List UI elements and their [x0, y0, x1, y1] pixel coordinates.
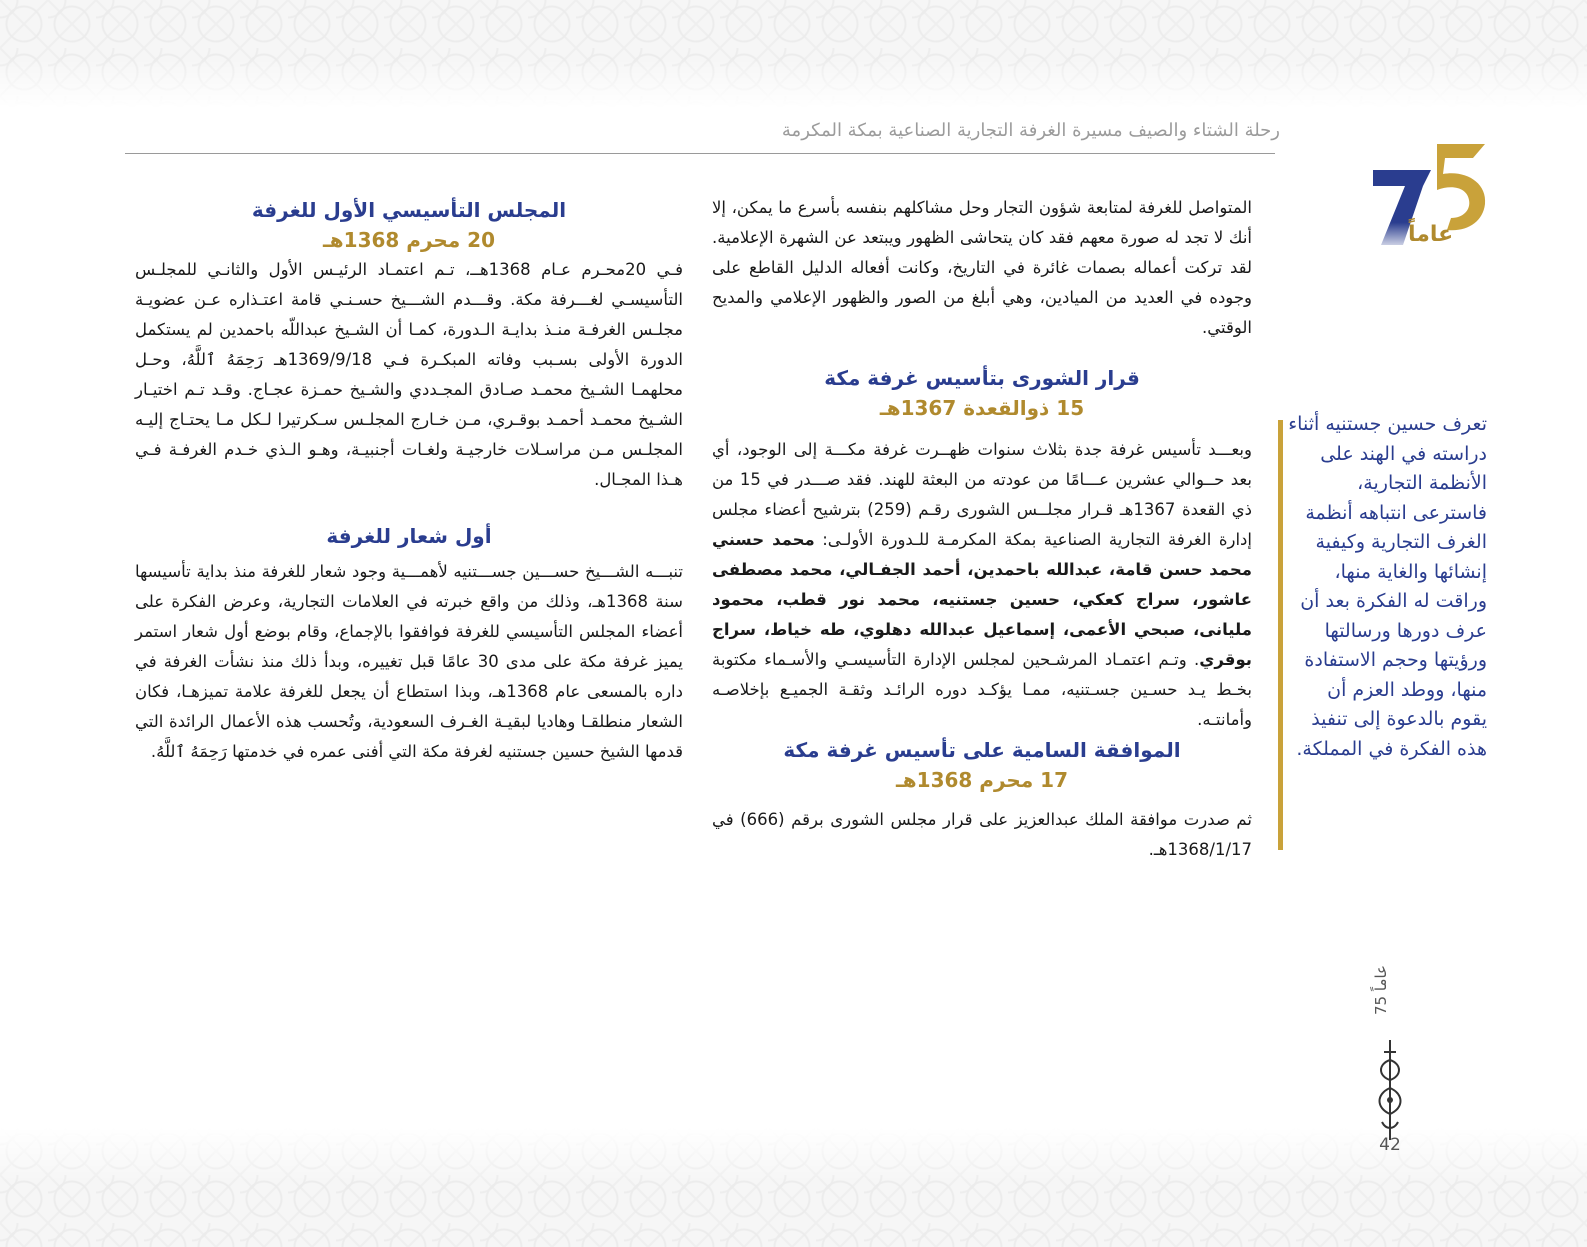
running-header-title: رحلة الشتاء والصيف مسيرة الغرفة التجارية… [781, 120, 1280, 141]
left-column: المجلس التأسيسي الأول للغرفة 20 محرم 136… [135, 195, 683, 767]
pullquote-accent-bar [1278, 420, 1283, 850]
header-rule [125, 153, 1275, 154]
royal-approval-paragraph: ثم صدرت موافقة الملك عبدالعزيز على قرار … [712, 810, 1252, 859]
logo-word: عاماً [1408, 222, 1454, 247]
vertical-anniversary-label: 75 عاماً [1372, 965, 1390, 1015]
shura-decision-heading: قرار الشورى بتأسيس غرفة مكة [824, 366, 1140, 390]
first-logo-heading: أول شعار للغرفة [326, 524, 492, 548]
intro-paragraph: المتواصل للغرفة لمتابعة شؤون التجار وحل … [712, 198, 1252, 337]
anniversary-logo [1373, 144, 1486, 245]
shura-decision-text-end: . وتـم اعتمـاد المرشـحين لمجلس الإدارة ا… [712, 650, 1252, 729]
first-logo-paragraph: تنبـــه الشـــيخ حســـين جســـتنيه لأهمـ… [135, 562, 683, 761]
bottom-pattern-band [0, 1127, 1587, 1247]
royal-approval-date: 17 محرم 1368هـ [895, 768, 1069, 792]
shura-decision-text: وبعـــد تأسيس غرفة جدة بثلاث سنوات ظهــر… [712, 440, 1252, 549]
ornament-icon [1378, 1040, 1402, 1140]
royal-approval-heading: الموافقة السامية على تأسيس غرفة مكة [783, 738, 1181, 762]
page-number: 42 [1379, 1135, 1401, 1155]
logo-five-shape [1437, 144, 1486, 231]
logo-seven-shape [1373, 170, 1431, 245]
founding-council-heading: المجلس التأسيسي الأول للغرفة [251, 198, 567, 222]
founding-members-names: محمد حسني محمد حسن قامة، عبدالله باحمدين… [712, 530, 1252, 669]
right-column: المتواصل للغرفة لمتابعة شؤون التجار وحل … [712, 193, 1252, 865]
shura-decision-paragraph: وبعـــد تأسيس غرفة جدة بثلاث سنوات ظهــر… [712, 435, 1252, 735]
founding-council-date: 20 محرم 1368هـ [322, 228, 496, 252]
pullquote: تعرف حسين جستنيه أثناء دراسته في الهند ع… [1288, 413, 1487, 760]
top-pattern-band [0, 0, 1587, 108]
founding-council-paragraph: فـي 20محـرم عـام 1368هــ، تـم اعتمـاد ال… [135, 260, 683, 489]
shura-decision-date: 15 ذوالقعدة 1367هـ [879, 396, 1085, 420]
